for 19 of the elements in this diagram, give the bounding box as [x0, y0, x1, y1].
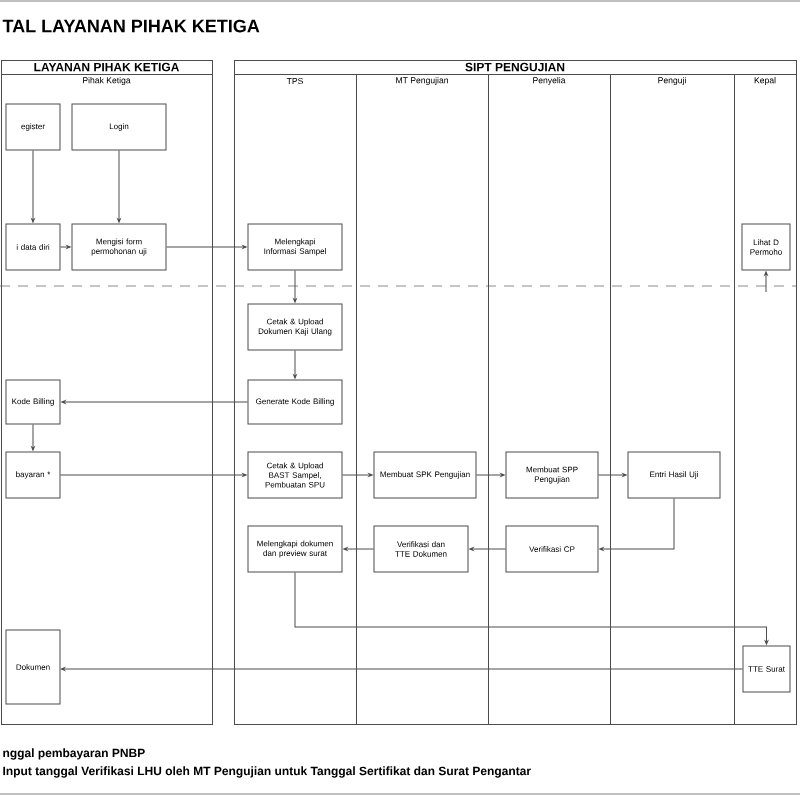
arrow: [599, 498, 675, 551]
arrow: [342, 473, 373, 477]
arrow: [60, 473, 247, 477]
arrow: [469, 547, 506, 551]
title: TAL LAYANAN PIHAK KETIGA: [2, 19, 260, 33]
arrow: [60, 245, 71, 249]
arrow: [293, 350, 297, 379]
arrow: [764, 271, 768, 293]
arrow: [31, 424, 35, 451]
arrow: [117, 150, 121, 223]
arrow: [60, 667, 743, 671]
arrow: [598, 473, 627, 477]
arrow: [31, 150, 35, 223]
arrow: [294, 572, 769, 645]
arrow: [343, 547, 374, 551]
arrow: [476, 473, 505, 477]
arrow: [293, 270, 297, 303]
arrow: [61, 400, 248, 404]
arrow: [166, 245, 247, 249]
